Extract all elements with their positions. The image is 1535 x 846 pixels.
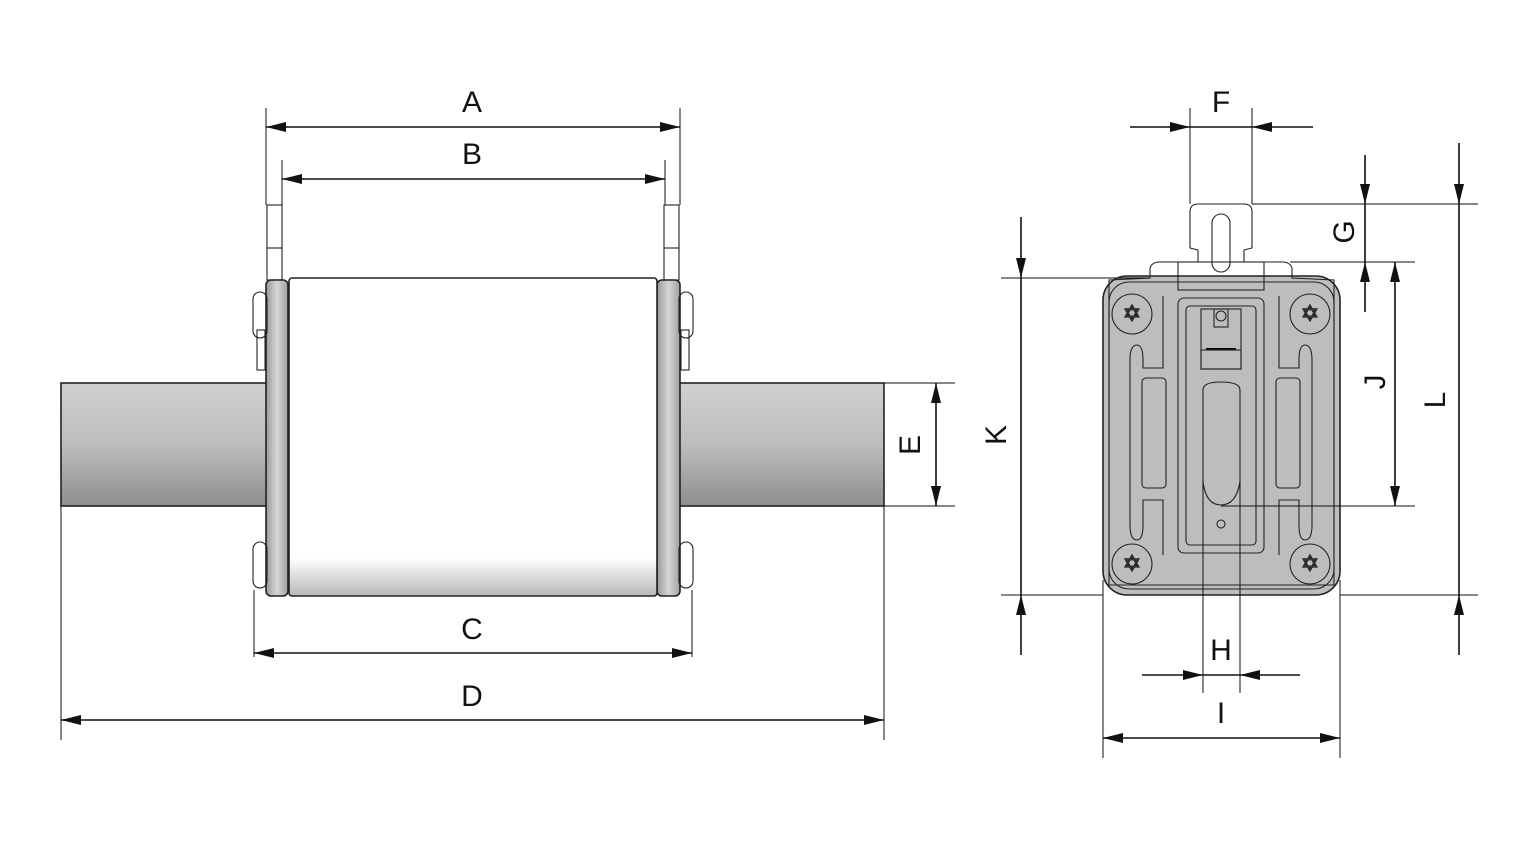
left-end-plate bbox=[265, 279, 289, 597]
label-h: H bbox=[1210, 634, 1232, 667]
label-e: E bbox=[894, 435, 927, 455]
left-blade-contact bbox=[60, 382, 268, 507]
svg-text:✡: ✡ bbox=[1123, 301, 1141, 326]
label-c: C bbox=[461, 613, 483, 646]
label-a: A bbox=[462, 86, 482, 119]
torx-screw: ✡ bbox=[1111, 293, 1153, 335]
tab-slot bbox=[1211, 213, 1231, 273]
svg-text:✡: ✡ bbox=[1123, 551, 1141, 576]
bolt bbox=[252, 291, 268, 339]
side-view bbox=[60, 204, 885, 597]
left-top-tab bbox=[266, 204, 283, 281]
right-top-tab bbox=[663, 204, 680, 281]
right-end-plate bbox=[656, 279, 681, 597]
right-blade-contact bbox=[678, 382, 885, 507]
label-f: F bbox=[1212, 86, 1230, 119]
label-b: B bbox=[462, 138, 482, 171]
torx-screw: ✡ bbox=[1289, 543, 1331, 585]
label-i: I bbox=[1217, 697, 1225, 730]
contact-plate bbox=[1108, 203, 1335, 586]
fuse-body bbox=[288, 277, 658, 597]
label-d: D bbox=[461, 680, 483, 713]
torx-screw: ✡ bbox=[1289, 293, 1331, 335]
bolt bbox=[252, 541, 268, 589]
label-j: J bbox=[1359, 375, 1392, 390]
end-plate-outer bbox=[1102, 275, 1341, 596]
end-view-dimensions: F G J L K H I bbox=[980, 86, 1478, 758]
label-k: K bbox=[980, 425, 1013, 445]
svg-text:✡: ✡ bbox=[1301, 551, 1319, 576]
svg-text:✡: ✡ bbox=[1301, 301, 1319, 326]
side-view-dimensions: A B C D E bbox=[60, 86, 955, 740]
label-l: L bbox=[1419, 392, 1452, 409]
label-g: G bbox=[1328, 220, 1361, 243]
bolt bbox=[678, 541, 694, 589]
torx-screw: ✡ bbox=[1111, 543, 1153, 585]
end-view: ✡ ✡ ✡ ✡ bbox=[1102, 203, 1341, 596]
bolt bbox=[678, 291, 694, 339]
